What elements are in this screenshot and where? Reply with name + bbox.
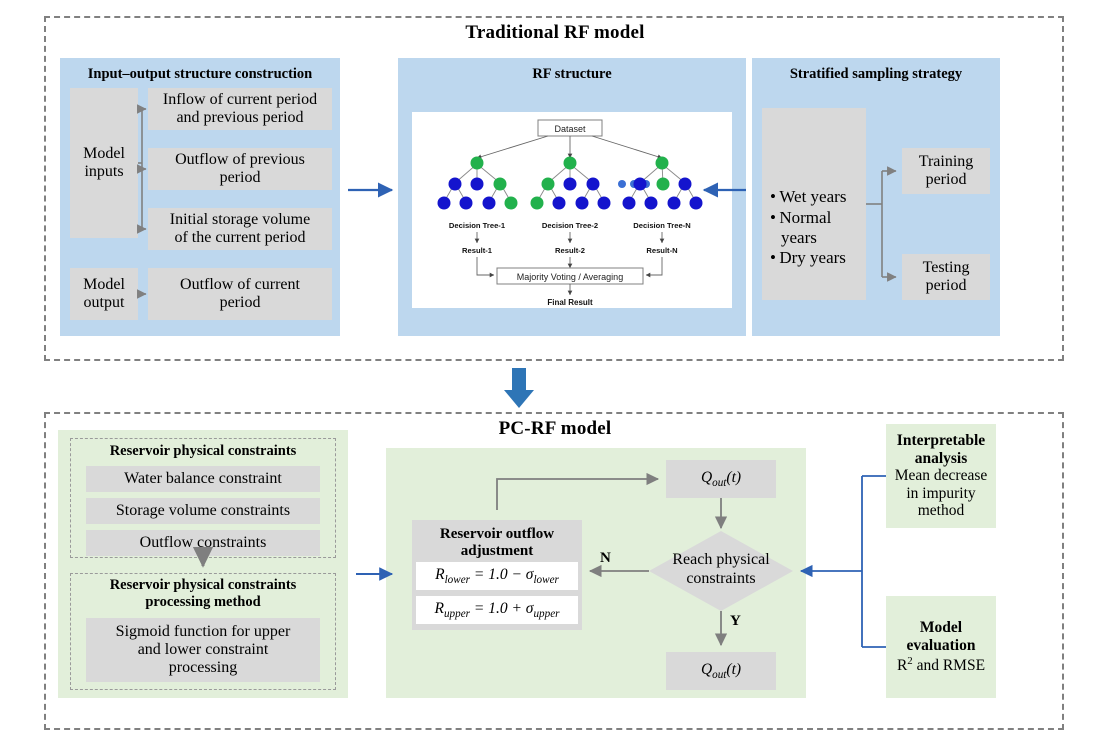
formula-lower-text: Rlower = 1.0 − σlower bbox=[435, 565, 559, 587]
interpretable-body-line1: Mean decrease bbox=[894, 467, 988, 485]
evaluation-body: R2 and RMSE bbox=[896, 654, 986, 674]
input-item-initial-storage-line2: of the current period bbox=[174, 229, 306, 246]
constraints-processing-heading-line2: processing method bbox=[145, 593, 261, 610]
input-item-outflow-previous-line2: period bbox=[219, 169, 261, 186]
year-type-dry: • Dry years bbox=[770, 248, 846, 268]
formula-lower-box: Rlower = 1.0 − σlower bbox=[416, 562, 578, 590]
formula-upper-box: Rupper = 1.0 + σupper bbox=[416, 596, 578, 624]
model-output-label-line2: output bbox=[83, 294, 125, 311]
input-item-inflow-line2: and previous period bbox=[176, 109, 304, 126]
decision-label: Reach physical constraints bbox=[670, 550, 772, 588]
sigmoid-line1: Sigmoid function for upper bbox=[115, 623, 291, 641]
formula-upper-text: Rupper = 1.0 + σupper bbox=[434, 599, 560, 621]
adjust-heading-line2: adjustment bbox=[460, 542, 534, 559]
input-output-heading: Input–output structure construction bbox=[87, 66, 313, 82]
interpretable-body-line3: method bbox=[917, 502, 965, 520]
interpretable-heading-line1: Interpretable bbox=[896, 431, 986, 449]
training-period-line2: period bbox=[925, 171, 967, 188]
physical-constraints-heading: Reservoir physical constraints bbox=[109, 443, 297, 459]
evaluation-heading-line2: evaluation bbox=[906, 637, 976, 655]
stratified-sampling-heading: Stratified sampling strategy bbox=[789, 66, 963, 82]
model-inputs-box: Model inputs bbox=[70, 88, 138, 238]
interpretable-heading-line2: analysis bbox=[914, 449, 968, 467]
constraint-storage-volume: Storage volume constraints bbox=[86, 498, 320, 524]
constraints-processing-heading: Reservoir physical constraints processin… bbox=[70, 577, 336, 610]
input-item-outflow-previous-line1: Outflow of previous bbox=[175, 151, 305, 169]
qout-bottom-text: Qout(t) bbox=[700, 660, 742, 681]
interpretable-analysis-box: Interpretable analysis Mean decrease in … bbox=[886, 424, 996, 528]
constraints-processing-heading-line1: Reservoir physical constraints bbox=[109, 577, 297, 593]
sigmoid-line3: processing bbox=[168, 658, 238, 676]
constraint-water-balance: Water balance constraint bbox=[86, 466, 320, 492]
rf-structure-heading: RF structure bbox=[532, 66, 612, 82]
year-types-box: • Wet years • Normal years • Dry years bbox=[762, 108, 866, 300]
evaluation-heading-line1: Model bbox=[919, 619, 963, 637]
branch-yes-label: Y bbox=[730, 613, 741, 629]
model-inputs-label-line1: Model bbox=[83, 145, 125, 163]
input-item-inflow-line1: Inflow of current period bbox=[162, 91, 318, 109]
input-item-outflow-previous: Outflow of previous period bbox=[148, 148, 332, 190]
pc-rf-frame bbox=[44, 412, 1064, 730]
model-evaluation-box: Model evaluation R2 and RMSE bbox=[886, 596, 996, 698]
model-inputs-label-line2: inputs bbox=[84, 163, 124, 180]
year-type-normal-cont: years bbox=[781, 228, 817, 247]
decision-label-line1: Reach physical bbox=[672, 551, 770, 568]
input-item-initial-storage: Initial storage volume of the current pe… bbox=[148, 208, 332, 250]
qout-bottom-box: Qout(t) bbox=[666, 652, 776, 690]
output-item-outflow-current-line2: period bbox=[219, 294, 261, 311]
training-period-box: Training period bbox=[902, 148, 990, 194]
decision-label-line2: constraints bbox=[686, 570, 756, 588]
qout-top-text: Qout(t) bbox=[700, 468, 742, 489]
year-type-wet: • Wet years bbox=[770, 187, 847, 207]
adjust-heading-line1: Reservoir outflow bbox=[439, 526, 555, 542]
model-output-label-line1: Model bbox=[83, 276, 125, 294]
constraint-outflow: Outflow constraints bbox=[86, 530, 320, 556]
training-period-line1: Training bbox=[918, 153, 974, 171]
branch-no-label: N bbox=[600, 550, 611, 566]
year-type-normal: • Normal bbox=[770, 207, 832, 227]
input-item-initial-storage-line1: Initial storage volume bbox=[169, 211, 311, 229]
testing-period-line1: Testing bbox=[922, 259, 970, 277]
testing-period-line2: period bbox=[925, 277, 967, 294]
pc-rf-title: PC-RF model bbox=[498, 418, 612, 439]
input-item-inflow: Inflow of current period and previous pe… bbox=[148, 88, 332, 130]
output-item-outflow-current: Outflow of current period bbox=[148, 268, 332, 320]
traditional-rf-frame bbox=[44, 16, 1064, 361]
traditional-rf-title: Traditional RF model bbox=[465, 22, 645, 43]
sigmoid-function-box: Sigmoid function for upper and lower con… bbox=[86, 618, 320, 682]
model-output-box: Model output bbox=[70, 268, 138, 320]
sigmoid-line2: and lower constraint bbox=[137, 641, 269, 659]
constraints-processing-group bbox=[70, 573, 336, 690]
interpretable-body-line2: in impurity bbox=[906, 484, 976, 502]
section-transition-arrow bbox=[504, 368, 534, 408]
rf-structure-canvas bbox=[412, 112, 732, 308]
output-item-outflow-current-line1: Outflow of current bbox=[180, 276, 300, 294]
testing-period-box: Testing period bbox=[902, 254, 990, 300]
qout-top-box: Qout(t) bbox=[666, 460, 776, 498]
